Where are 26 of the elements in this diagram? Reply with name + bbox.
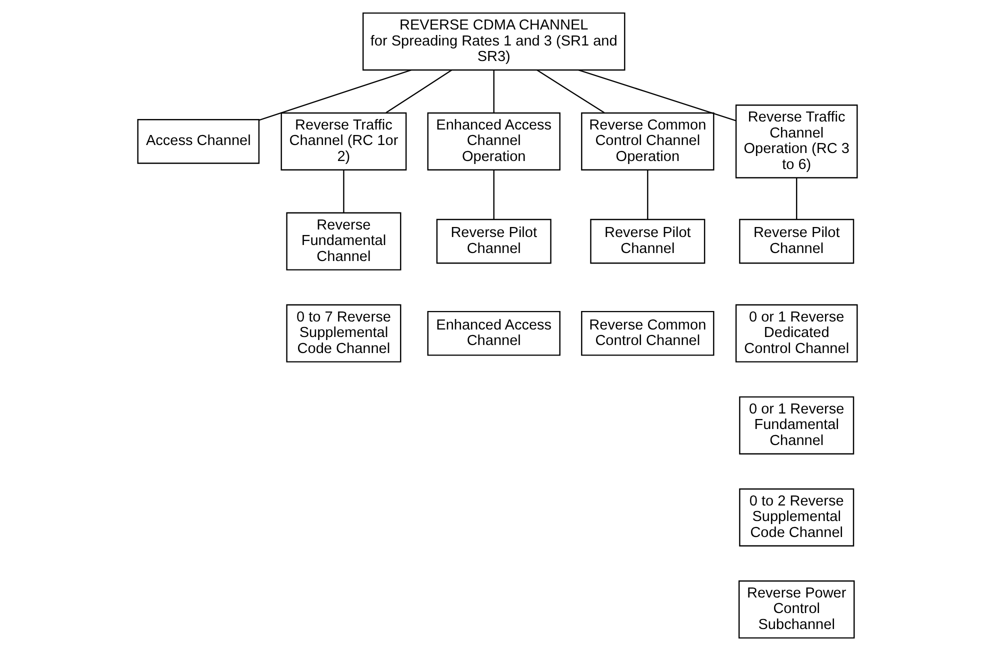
node-box: Reverse Common Control Channel <box>580 310 714 356</box>
node-box: Reverse Fundamental Channel <box>286 212 401 270</box>
node-box: 0 or 1 Reverse Fundamental Channel <box>738 396 854 454</box>
node-box: 0 to 2 Reverse Supplemental Code Channel <box>738 488 854 546</box>
connector <box>536 70 604 114</box>
node-box: Enhanced Access Channel <box>426 310 560 356</box>
node-box: 0 or 1 Reverse Dedicated Control Channel <box>734 304 858 362</box>
connector <box>492 170 494 220</box>
node-box: 0 to 7 Reverse Supplemental Code Channel <box>286 304 401 362</box>
node-box: Reverse Traffic Channel Operation (RC 3 to 6) <box>734 104 858 178</box>
node-box: Enhanced Access Channel Operation <box>426 112 560 170</box>
node-box: Reverse Traffic Channel (RC 1or 2) <box>280 112 406 170</box>
connector <box>646 170 648 220</box>
node-box: Reverse Pilot Channel <box>590 218 705 264</box>
connector <box>385 70 452 114</box>
node-box: Reverse Power Control Subchannel <box>738 580 854 639</box>
node-box: Reverse Pilot Channel <box>738 218 854 264</box>
connector <box>796 178 797 220</box>
connector <box>578 69 736 122</box>
connector <box>342 170 344 213</box>
node-box: Access Channel <box>136 119 260 164</box>
node-box: REVERSE CDMA CHANNEL for Spreading Rates 1 and 3 (SR1 and SR3) <box>362 12 625 71</box>
connector <box>258 69 411 121</box>
node-box: Reverse Pilot Channel <box>436 218 551 264</box>
connector <box>492 70 494 113</box>
node-box: Reverse Common Control Channel Operation <box>580 112 714 170</box>
